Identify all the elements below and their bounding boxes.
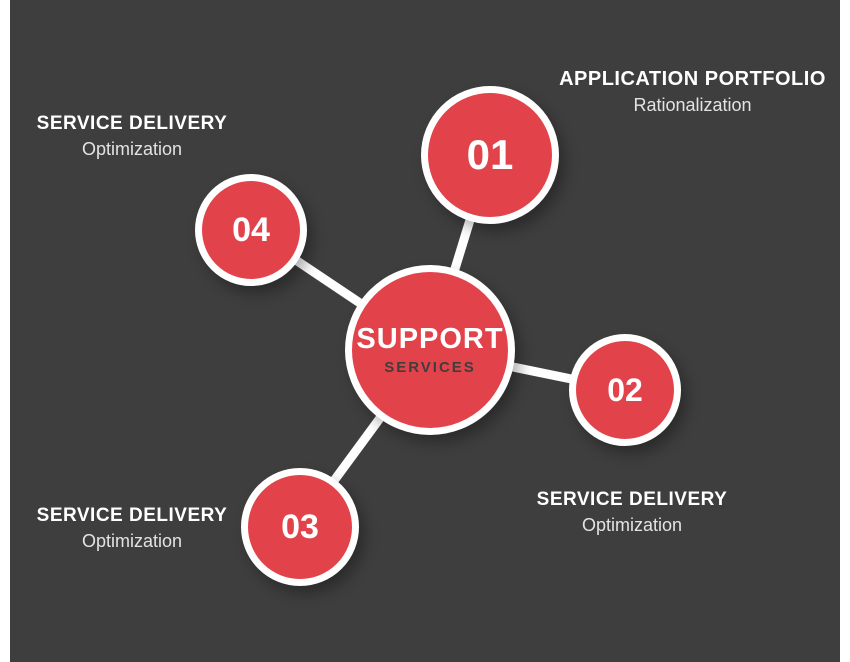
label-application-portfolio: APPLICATION PORTFOLIO Rationalization [550,66,835,117]
label-service-delivery-bottom-left: SERVICE DELIVERY Optimization [32,503,232,553]
label-01-title: APPLICATION PORTFOLIO [559,68,826,90]
diagram-canvas: SUPPORT SERVICES 01 02 03 04 APPLICATION… [10,0,840,662]
label-04-title: SERVICE DELIVERY [36,113,228,134]
node-circle-03: 03 [241,468,359,586]
label-service-delivery-right: SERVICE DELIVERY Optimization [532,487,732,537]
label-03-title: SERVICE DELIVERY [36,505,228,526]
label-02-title: SERVICE DELIVERY [536,489,728,510]
node-number-02: 02 [607,371,643,408]
hub-circle-support-services: SUPPORT SERVICES [345,265,515,435]
node-number-01: 01 [466,131,514,178]
hub-subtitle: SERVICES [384,358,476,376]
label-service-delivery-top-left: SERVICE DELIVERY Optimization [32,111,232,161]
node-circle-01: 01 [421,86,559,224]
label-01-subtitle: Rationalization [633,95,752,115]
node-circle-04: 04 [195,174,307,286]
label-03-subtitle: Optimization [81,530,183,551]
label-04-subtitle: Optimization [81,138,183,159]
node-number-03: 03 [281,507,319,546]
label-02-subtitle: Optimization [581,514,683,535]
hub-title: SUPPORT [356,323,504,356]
node-circle-02: 02 [569,334,681,446]
node-number-04: 04 [232,210,270,249]
